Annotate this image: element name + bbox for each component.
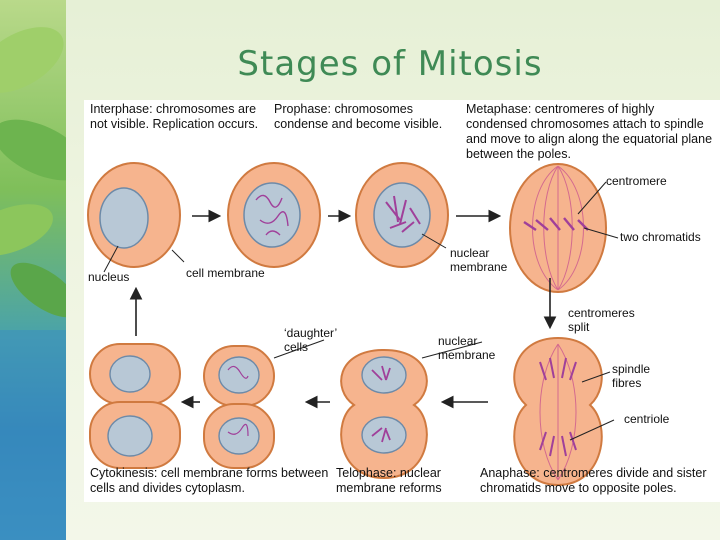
telophase-cell xyxy=(340,348,428,480)
centromeres-split-label: centromeres split xyxy=(568,306,635,334)
centriole-label: centriole xyxy=(624,412,670,426)
leaf-background-strip xyxy=(0,0,66,540)
daughter-cells xyxy=(203,345,275,469)
daughter-cells-label: ‘daughter’ cells xyxy=(284,326,337,354)
anaphase-caption: Anaphase: centromeres divide and sister … xyxy=(480,466,707,495)
two-chromatids-label: two chromatids xyxy=(620,230,701,244)
leaf-decoration xyxy=(0,27,66,540)
flow-arrows xyxy=(129,209,557,409)
interphase-cell xyxy=(87,162,181,268)
prophase-cell-late xyxy=(355,162,449,268)
nucleus-label: nucleus xyxy=(88,270,130,284)
mitosis-diagram: Interphase: chromosomes are not visible.… xyxy=(84,100,720,502)
nuclear-membrane-label-top: nuclear membrane xyxy=(450,246,508,274)
spindle-fibres-label: spindle fibres xyxy=(612,362,651,390)
anaphase-cell xyxy=(513,336,603,487)
metaphase-caption: Metaphase: centromeres of highly condens… xyxy=(466,102,713,161)
cytokinesis-caption: Cytokinesis: cell membrane forms between… xyxy=(90,466,329,495)
leader-lines xyxy=(103,181,619,441)
cell-membrane-label: cell membrane xyxy=(186,266,265,280)
slide-title: Stages of Mitosis xyxy=(237,44,543,84)
telophase-caption: Telophase: nuclear membrane reforms xyxy=(336,466,442,495)
centromere-label: centromere xyxy=(606,174,667,188)
mitosis-illustration xyxy=(87,162,619,487)
prophase-cell-early xyxy=(227,162,321,268)
prophase-caption: Prophase: chromosomes condense and becom… xyxy=(274,102,443,131)
cytokinesis-cells xyxy=(89,343,181,469)
metaphase-cell xyxy=(509,163,607,293)
interphase-caption: Interphase: chromosomes are not visible.… xyxy=(90,102,259,131)
nuclear-membrane-label-bottom: nuclear membrane xyxy=(438,334,496,362)
